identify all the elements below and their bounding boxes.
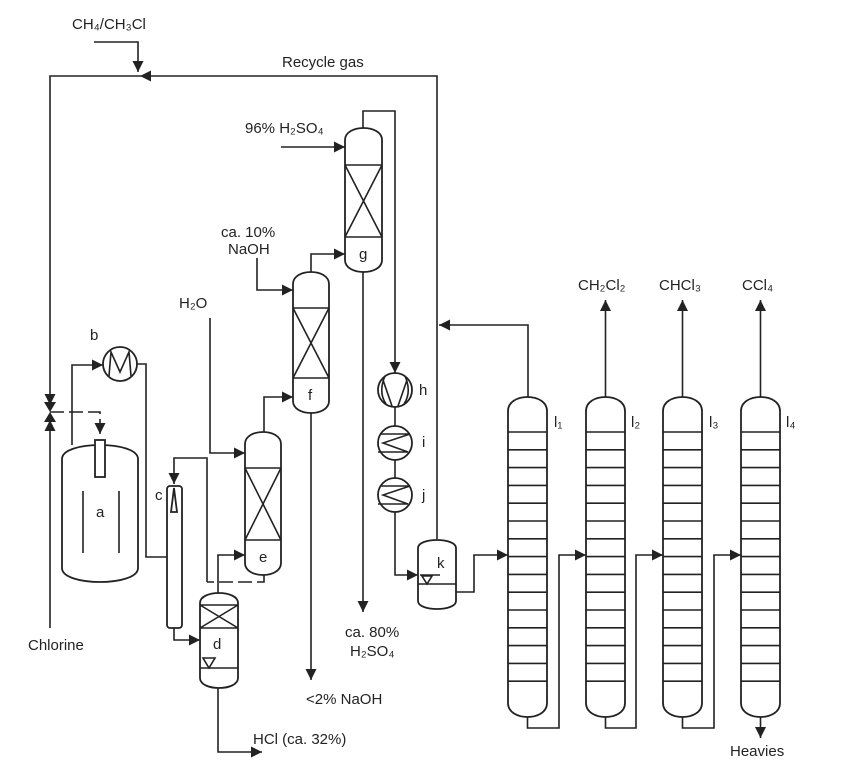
cooler-j-coil bbox=[378, 485, 411, 505]
h2o-line bbox=[209, 318, 245, 459]
unit-b-label: b bbox=[90, 327, 98, 344]
compressor-h-icon bbox=[377, 372, 413, 408]
unit-h-label: h bbox=[419, 382, 427, 399]
naoh-in-label: ca. 10% bbox=[221, 224, 275, 241]
bottoms-transfer-line bbox=[526, 549, 586, 729]
unit-g-label: g bbox=[359, 246, 367, 263]
unit-c-label: c bbox=[155, 487, 163, 504]
unit-e-label: e bbox=[259, 549, 267, 566]
k-to-l1-line bbox=[456, 549, 508, 593]
distillation-columns bbox=[507, 300, 781, 738]
h2so4-out-label: ca. 80% bbox=[345, 624, 399, 641]
unit-d-label: d bbox=[213, 636, 221, 653]
j-to-k-line bbox=[394, 512, 418, 581]
reactor-dip-tube bbox=[94, 439, 106, 478]
reactor-inlet-line bbox=[50, 411, 101, 430]
c-to-d-line bbox=[173, 628, 200, 646]
h2so4-in-label: 96% H₂SO₄ bbox=[245, 120, 324, 137]
ccl4-label: CCl₄ bbox=[742, 277, 773, 294]
chlorine-label: Chlorine bbox=[28, 637, 84, 654]
cooler-i-coil bbox=[378, 433, 411, 453]
unit-f-label: f bbox=[308, 387, 313, 404]
g-to-h-line bbox=[362, 110, 401, 373]
reactor-to-b-line bbox=[71, 359, 103, 445]
d-to-e-line bbox=[217, 549, 245, 593]
unit-i-label: i bbox=[422, 434, 425, 451]
compressor-h-detail bbox=[380, 375, 410, 407]
ejector-icon bbox=[169, 487, 179, 513]
absorber-d bbox=[199, 592, 239, 689]
unit-l4-label: l₄ bbox=[786, 414, 795, 431]
unit-k-label: k bbox=[437, 555, 445, 572]
feed-line bbox=[94, 41, 144, 72]
h2so4-out-label-2: H₂SO₄ bbox=[350, 643, 394, 660]
feed-label: CH₄/CH₃Cl bbox=[72, 16, 146, 33]
e-to-f-line bbox=[263, 391, 293, 432]
ch2cl2-label: CH₂Cl₂ bbox=[578, 277, 626, 294]
bottoms-transfer-line bbox=[604, 549, 663, 729]
l1-recycle-line bbox=[439, 319, 529, 397]
e-to-c-line bbox=[168, 457, 208, 582]
cooler-b-coil bbox=[108, 348, 132, 377]
hcl-label: HCl (ca. 32%) bbox=[253, 731, 346, 748]
naoh-in-label-2: NaOH bbox=[228, 241, 270, 258]
unit-l1-label: l₁ bbox=[554, 414, 562, 431]
e-bottom-line bbox=[207, 575, 265, 583]
chcl3-label: CHCl₃ bbox=[659, 277, 701, 294]
bottoms-transfer-line bbox=[681, 549, 741, 729]
level-icon bbox=[420, 575, 434, 586]
heavies-label: Heavies bbox=[730, 743, 784, 760]
unit-j-label: j bbox=[421, 487, 425, 504]
recycle-to-reactor-line bbox=[44, 75, 140, 405]
hcl-line bbox=[217, 688, 262, 758]
cooler-b-icon bbox=[102, 346, 138, 382]
f-packing bbox=[292, 307, 330, 379]
unit-a-label: a bbox=[96, 504, 105, 521]
unit-l2-label: l₂ bbox=[631, 414, 640, 431]
unit-l3-label: l₃ bbox=[709, 414, 718, 431]
f-to-g-line bbox=[310, 248, 345, 272]
h2o-label: H₂O bbox=[179, 295, 207, 312]
e-packing bbox=[244, 467, 282, 541]
d-packing bbox=[199, 604, 239, 629]
recycle-label: Recycle gas bbox=[282, 54, 364, 71]
recycle-line bbox=[140, 70, 438, 539]
b-to-c-line bbox=[137, 363, 167, 558]
level-icon bbox=[201, 657, 217, 670]
g-packing bbox=[344, 164, 383, 238]
naoh-in-line bbox=[256, 258, 293, 296]
naoh-out-label: <2% NaOH bbox=[306, 691, 382, 708]
